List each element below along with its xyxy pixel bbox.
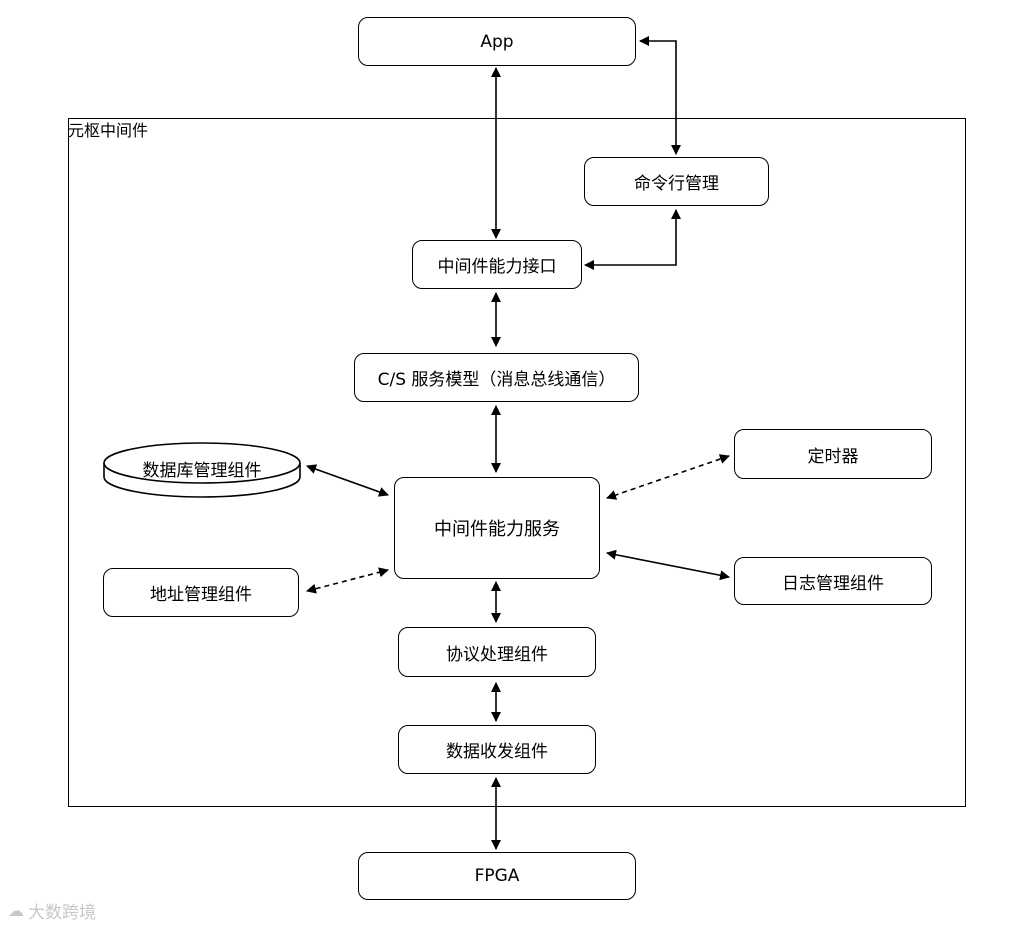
middleware-frame-title: 元枢中间件	[68, 121, 149, 140]
node-addr[interactable]: 地址管理组件	[103, 568, 299, 617]
watermark: ☁ 大数跨境	[8, 898, 96, 923]
node-cs[interactable]: C/S 服务模型（消息总线通信）	[354, 353, 639, 402]
node-svc[interactable]: 中间件能力服务	[394, 477, 600, 579]
middleware-frame	[68, 118, 966, 807]
database-cylinder	[103, 442, 301, 498]
edge-addr-svc	[306, 567, 389, 594]
watermark-text: 大数跨境	[28, 903, 96, 923]
node-xcv[interactable]: 数据收发组件	[398, 725, 596, 774]
edge-cmd-iface	[584, 209, 681, 270]
node-app[interactable]: App	[358, 17, 636, 66]
node-cmd[interactable]: 命令行管理	[584, 157, 769, 206]
node-fpga[interactable]: FPGA	[358, 852, 636, 900]
edge-timer-svc	[606, 454, 730, 500]
node-db[interactable]: 数据库管理组件	[142, 460, 262, 481]
node-proto[interactable]: 协议处理组件	[398, 627, 596, 677]
edge-app-cmd	[639, 36, 681, 155]
node-iface[interactable]: 中间件能力接口	[412, 240, 582, 289]
node-timer[interactable]: 定时器	[734, 429, 932, 479]
edge-log-svc	[606, 549, 730, 581]
cloud-logo-icon: ☁	[8, 901, 24, 920]
edge-db-svc	[306, 464, 389, 497]
node-log[interactable]: 日志管理组件	[734, 557, 932, 605]
